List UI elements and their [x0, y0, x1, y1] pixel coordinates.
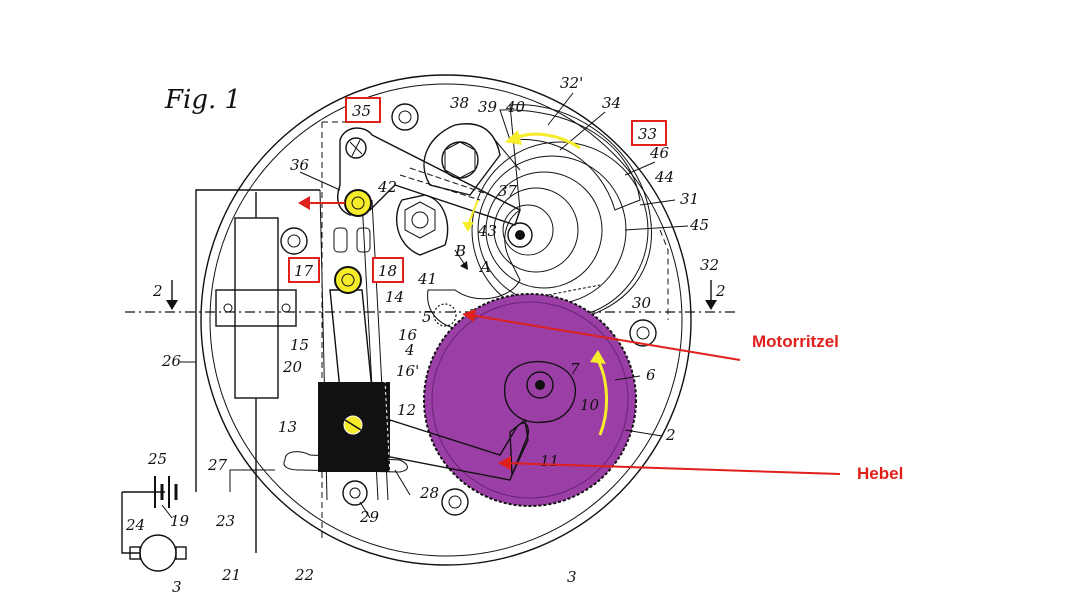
leader-lines	[180, 92, 689, 519]
part-number: 39	[478, 98, 498, 116]
callout-hebel: Hebel	[857, 464, 903, 483]
spring-coil	[471, 141, 649, 319]
gear-hub	[504, 360, 576, 424]
part-number: 42	[377, 178, 397, 196]
part-number: 23	[215, 512, 235, 530]
part-number: 15	[290, 336, 309, 354]
part-number: 14	[385, 288, 404, 306]
part-number: 24	[125, 516, 145, 534]
part-number: 3	[567, 568, 577, 586]
part-number: B	[454, 242, 466, 260]
callout-motorritzel: Motorritzel	[752, 332, 839, 351]
block	[318, 379, 391, 476]
part-number: 5	[422, 308, 432, 326]
mounting-screws	[280, 103, 657, 516]
wiring	[121, 189, 320, 554]
part-number: 22	[294, 566, 314, 584]
part-number: 32'	[560, 74, 583, 92]
part-number: 36	[290, 156, 310, 174]
screw-right	[629, 319, 657, 347]
part-number: 16	[398, 326, 418, 344]
main-gear	[423, 293, 637, 507]
part-number: 10	[580, 396, 600, 414]
contacts	[333, 227, 371, 253]
figure-label: Fig. 1	[164, 85, 241, 115]
part-number: 45	[689, 216, 709, 234]
screw-bottom	[441, 488, 469, 516]
housing	[200, 74, 692, 566]
part-number: 6	[646, 366, 656, 384]
part-number: 30	[632, 294, 652, 312]
part-number: 19	[170, 512, 190, 530]
lever	[379, 418, 529, 481]
boxed-labels: 35 33 17 18	[288, 97, 667, 283]
part-number: 12	[397, 401, 416, 419]
part-number: 28	[419, 484, 439, 502]
part-number: 2	[715, 282, 726, 300]
boxed-label-35: 35	[352, 102, 371, 120]
part-number: 20	[282, 358, 303, 376]
rollers	[334, 189, 372, 294]
part-number: 44	[654, 168, 674, 186]
motor	[129, 534, 187, 572]
part-number: 34	[602, 94, 621, 112]
part-number: 16'	[396, 362, 419, 380]
screw-left	[280, 227, 308, 255]
part-number: 38	[450, 94, 469, 112]
part-number: 11	[540, 452, 559, 470]
part-number: 32	[700, 256, 719, 274]
part-number: 27	[207, 456, 228, 474]
hex-nut	[395, 194, 449, 256]
part-number: 37	[498, 182, 518, 200]
orange-arm	[337, 127, 521, 226]
boxed-label-17: 17	[294, 262, 314, 280]
part-number: 40	[505, 98, 526, 116]
red-arrows	[298, 196, 841, 475]
part-number: 31	[680, 190, 699, 208]
spring-wire	[283, 451, 408, 473]
battery	[154, 476, 178, 519]
boxed-label-33: 33	[638, 125, 657, 143]
screw-bottom-left	[342, 480, 368, 506]
part-number: 26	[161, 352, 182, 370]
part-number: 13	[278, 418, 297, 436]
part-number: 25	[147, 450, 167, 468]
part-numbers: 32' 34 38 39 40 46 44 31 45 36 42 37 43 …	[125, 74, 726, 596]
part-number: 41	[417, 270, 437, 288]
motor-pinion	[433, 303, 457, 327]
screw-top	[391, 103, 419, 131]
part-number: A	[478, 258, 491, 276]
rotation-arrows	[454, 130, 609, 436]
part-number: 2	[152, 282, 163, 300]
part-number: 3	[172, 578, 182, 596]
boxed-label-18: 18	[378, 262, 397, 280]
part-number: 21	[221, 566, 241, 584]
part-number: 43	[477, 222, 497, 240]
part-number: 4	[404, 341, 415, 359]
part-number: 2	[665, 426, 676, 444]
part-number: 7	[570, 360, 580, 378]
part-number: 46	[649, 144, 670, 162]
